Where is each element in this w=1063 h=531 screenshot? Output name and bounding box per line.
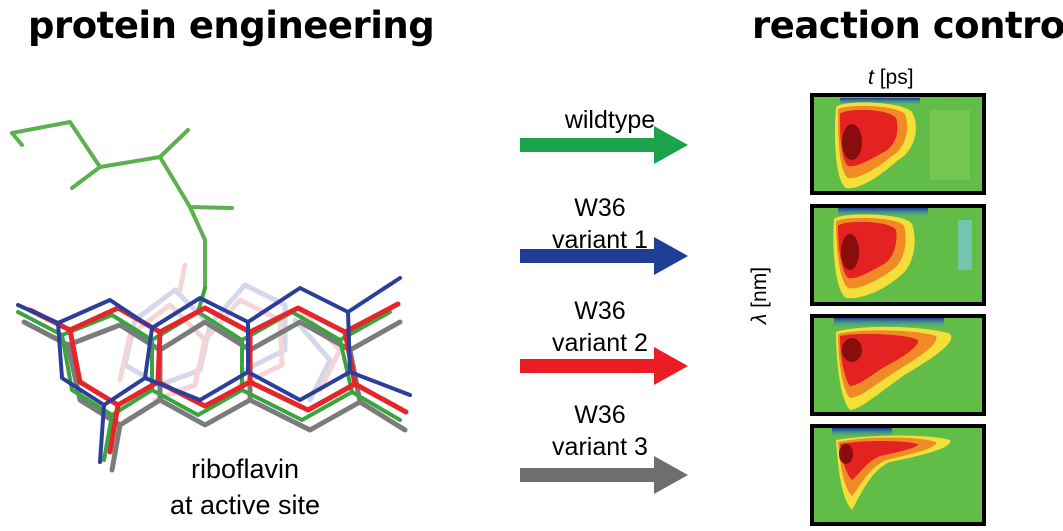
variant-label-2-line1: W36 — [574, 297, 626, 325]
variant-label-2-line2: variant 2 — [552, 329, 648, 357]
heatmap-wildtype — [810, 93, 986, 195]
heatmap-variant-1 — [810, 204, 986, 306]
heading-reaction-control: reaction control — [752, 4, 1063, 47]
heatmap-variant-3 — [810, 424, 986, 526]
x-axis-label: t [ps] — [868, 66, 914, 90]
riboflavin-structure — [10, 120, 412, 473]
heatmap-variant-2 — [810, 314, 986, 416]
x-axis-symbol: t — [868, 66, 874, 89]
variant-label-3-line2: variant 3 — [552, 433, 648, 461]
variant-label-1-line1: W36 — [574, 194, 626, 222]
molecule-caption-line1: riboflavin — [190, 454, 300, 484]
variant-label-wildtype: wildtype — [564, 106, 656, 134]
variant-label-3-line1: W36 — [574, 401, 626, 429]
x-axis-unit: [ps] — [879, 66, 914, 89]
molecule-caption-line2: at active site — [169, 490, 321, 520]
heading-protein-engineering: protein engineering — [28, 4, 435, 47]
